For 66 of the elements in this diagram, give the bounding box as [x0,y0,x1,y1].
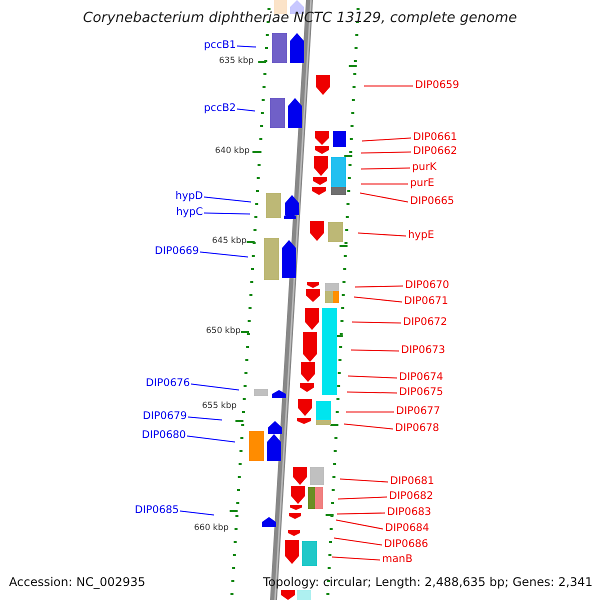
gene-label: DIP0670 [405,280,450,290]
title: Corynebacterium diphtheriae NCTC 13129, complete genome [82,11,518,25]
leader-line [338,496,388,500]
gene-label: purE [410,178,434,188]
leader-line [354,296,402,302]
leader-line [190,384,240,390]
leader-line [352,322,402,324]
gene-label: hypE [408,230,434,240]
leader-line [358,232,406,236]
gene-label: DIP0686 [384,539,428,550]
leader-line [348,376,398,378]
gene-label: DIP0659 [415,80,460,90]
leader-line [336,512,386,514]
gene-label: DIP0676 [146,378,190,388]
leader-line [360,192,408,202]
gene-label: DIP0682 [389,491,434,502]
leader-line [362,138,412,142]
gene-label: DIP0673 [401,345,446,356]
summary-text: Topology: circular; Length: 2,488,635 bp; Genes: 2,341 [263,576,593,588]
leader-line [204,212,250,214]
gene-label: DIP0678 [395,423,440,434]
gene-label: DIP0671 [404,296,448,306]
leader-line [186,436,236,442]
position-label: 650 kbp [206,327,241,336]
position-label: 635 kbp [219,57,254,66]
gene-label: hypD [175,191,203,202]
leader-line [360,152,412,154]
leader-line [204,196,252,202]
leader-line [346,392,398,394]
leader-line [236,108,256,112]
gene-label: DIP0681 [390,476,434,486]
gene-label: DIP0661 [413,132,458,142]
leader-line [360,168,410,170]
gene-label: DIP0677 [396,406,440,416]
gene-label: DIP0669 [154,246,199,256]
accession-text: Accession: NC_002935 [9,576,146,588]
gene-label: DIP0685 [134,505,179,516]
gene-label: DIP0679 [142,411,187,422]
leader-line [354,286,404,288]
position-label: 645 kbp [212,237,247,246]
gene-label: DIP0675 [399,387,444,398]
leader-line [336,520,384,530]
gene-label: DIP0683 [387,507,432,518]
gene-label: DIP0680 [142,430,186,440]
leader-line [236,46,256,48]
gene-label: DIP0672 [403,317,448,328]
leader-line [344,424,394,430]
gene-label: purK [412,162,437,172]
gene-label: pccB1 [204,40,236,50]
leader-line [200,252,248,258]
gene-label: hypC [176,207,203,218]
leader-line [350,350,400,352]
gene-label: DIP0662 [413,146,458,156]
gene-label: DIP0684 [385,523,430,534]
position-label: 660 kbp [194,524,229,532]
leader-line [332,556,380,560]
gene-label: pccB2 [204,103,236,114]
gene-label: DIP0665 [410,196,454,206]
leader-line [334,538,382,546]
gene-label: DIP0674 [399,372,444,382]
position-label: 655 kbp [202,402,237,410]
leader-line [188,416,222,420]
position-label: 640 kbp [215,147,250,156]
leader-line [180,510,214,516]
gene-label: manB [382,554,413,564]
leader-line [340,478,388,482]
